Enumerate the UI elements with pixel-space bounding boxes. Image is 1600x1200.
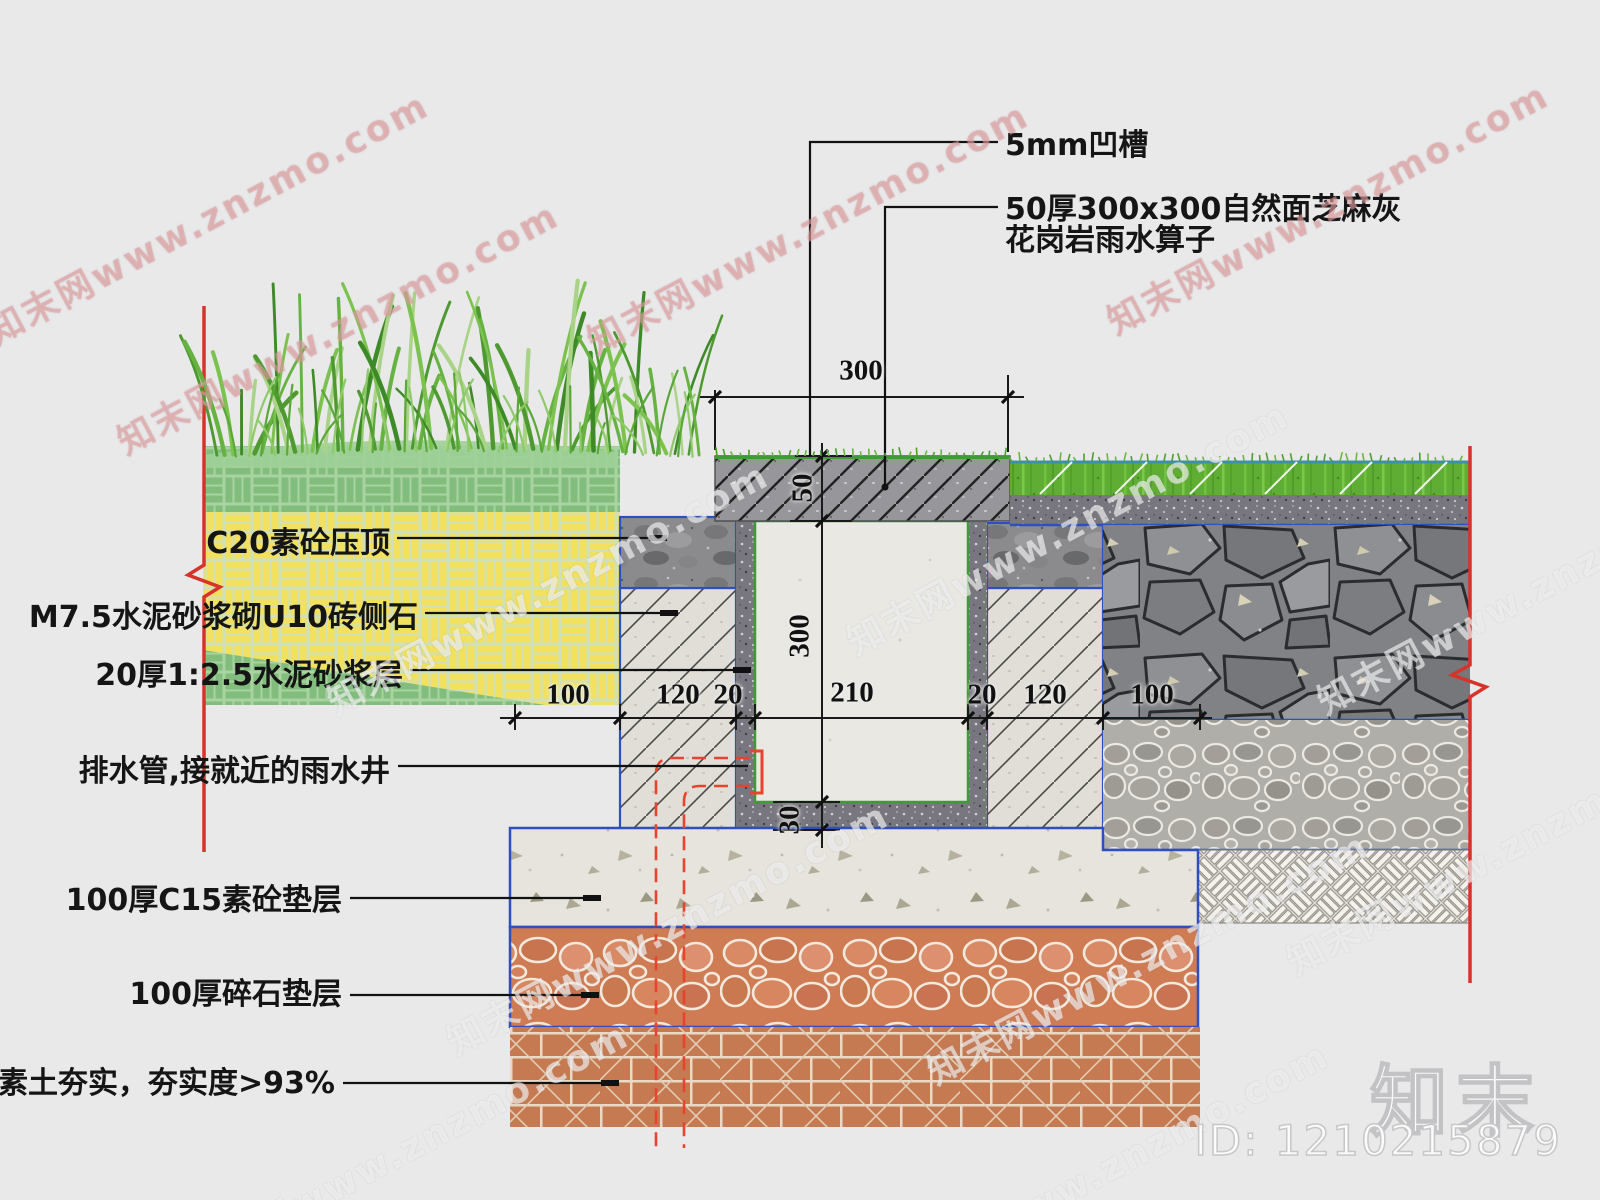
right-section (1010, 460, 1471, 924)
dim-top-width: 300 (839, 354, 883, 387)
leader-lines (343, 140, 998, 1085)
dimension-ticks (507, 389, 1208, 838)
left-c20-cap (618, 515, 738, 590)
znzmo-logo: 知末 (1369, 1057, 1542, 1149)
dim-row-100-right: 100 (1130, 678, 1174, 711)
dim-row-120-left: 120 (656, 678, 700, 711)
rain-grate (714, 455, 1011, 522)
pebble-layer (1103, 720, 1470, 850)
lawn-strip (1010, 461, 1470, 495)
foundation-layers (508, 826, 1200, 1127)
break-lines (184, 306, 1491, 983)
grate-body (714, 455, 1011, 522)
leader-grate-dot (881, 483, 889, 491)
dim-row-100-left: 100 (546, 678, 590, 711)
label-crushed: 100厚碎石垫层 (129, 977, 342, 1012)
dim-grate-thickness: 50 (786, 473, 819, 503)
dim-row-210: 210 (830, 676, 874, 709)
right-break-line (1447, 446, 1491, 983)
label-grate-line2: 花岗岩雨水算子 (1005, 223, 1215, 258)
label-pipe: 排水管,接就近的雨水井 (78, 754, 390, 789)
label-c15: 100厚C15素砼垫层 (65, 883, 342, 918)
dim-row-20-left: 20 (713, 678, 743, 711)
ornamental-grass (178, 278, 724, 458)
dim-bed-thickness: 30 (773, 805, 806, 835)
channel-interior (753, 519, 970, 804)
label-grate-line1: 50厚300x300自然面芝麻灰 (1005, 192, 1402, 227)
left-break-line (184, 306, 224, 852)
channel-structure (618, 515, 1105, 832)
drain-pipe (654, 749, 764, 1148)
rubble-rock-layer (1103, 525, 1470, 720)
lawn-hatch (1039, 461, 1448, 495)
dim-row-120-right: 120 (1023, 678, 1067, 711)
leader-end-ticks (581, 535, 751, 1086)
label-c20: C20素砼压顶 (206, 526, 390, 561)
compacted-soil-layer (510, 1027, 1200, 1127)
right-c20-cap (985, 521, 1105, 590)
leader-grate (883, 205, 998, 487)
leader-groove (808, 140, 998, 456)
yellow-soil-block (203, 512, 620, 705)
gravel-bed-strip (1010, 495, 1470, 525)
znzmo-id: ID: 1210215879 (1194, 1115, 1562, 1166)
grass-tufts (715, 447, 1463, 462)
dim-row-20-right: 20 (967, 678, 997, 711)
crushed-stone-layer (508, 925, 1200, 1029)
pipe-outlet-cap (750, 749, 764, 795)
dim-channel-depth: 300 (783, 614, 816, 658)
herringbone-paving (1197, 849, 1471, 924)
c15-concrete-layer (508, 826, 1200, 929)
label-soil: 素土夯实，夯实度>93% (0, 1066, 335, 1101)
label-mortar20: 20厚1:2.5水泥砂浆层 (95, 658, 403, 693)
label-groove: 5mm凹槽 (1005, 128, 1149, 163)
label-m75: M7.5水泥砂浆砌U10砖侧石 (28, 600, 418, 635)
